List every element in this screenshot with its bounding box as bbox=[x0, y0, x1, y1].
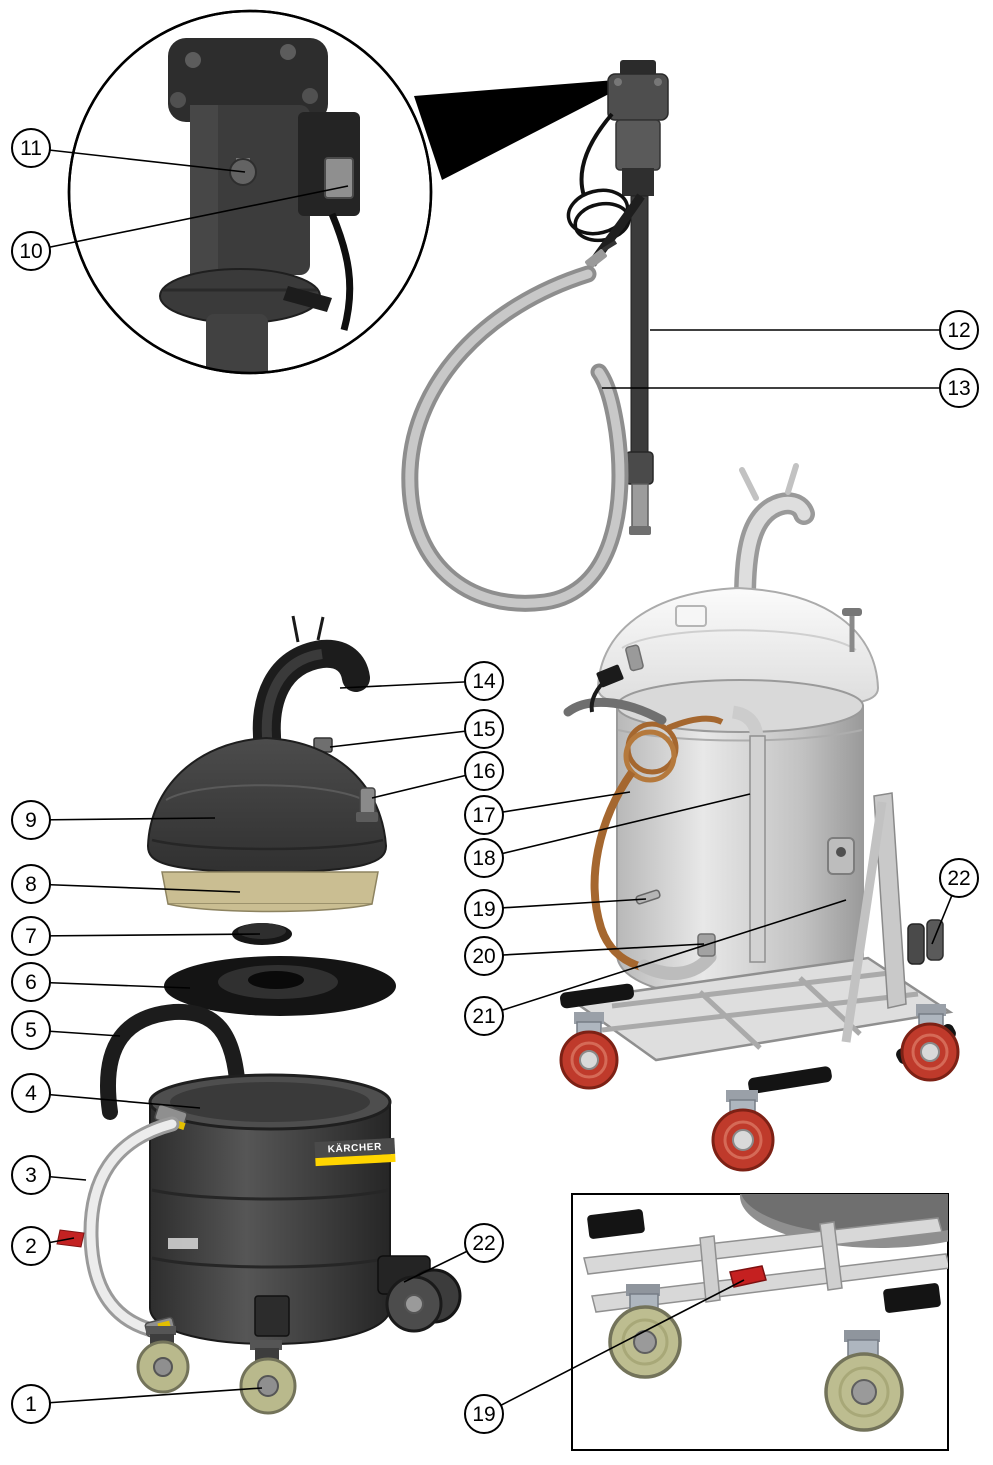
trolley-casters bbox=[559, 1004, 960, 1172]
callout-10: 10 bbox=[11, 231, 51, 271]
trolley-caster-right bbox=[900, 1004, 960, 1082]
drum-caster-left bbox=[136, 1326, 190, 1394]
callout-1: 1 bbox=[11, 1384, 51, 1424]
vacuum-lid bbox=[596, 463, 880, 712]
magnified-pump-detail bbox=[67, 9, 433, 375]
drum-wheel-assembly bbox=[377, 1255, 462, 1333]
callout-3: 3 bbox=[11, 1155, 51, 1195]
riser-pipe bbox=[731, 705, 766, 963]
pump-discharge-hose bbox=[401, 193, 645, 612]
callout-18: 18 bbox=[464, 838, 504, 878]
inset-caster-left bbox=[608, 1284, 682, 1379]
suction-head-lid bbox=[146, 736, 388, 875]
drum-handle bbox=[100, 1003, 246, 1120]
lid-hose bbox=[563, 674, 667, 725]
callout-15: 15 bbox=[464, 709, 504, 749]
callout-16: 16 bbox=[464, 751, 504, 791]
suction-head-exploded bbox=[146, 615, 396, 1016]
callout-8: 8 bbox=[11, 864, 51, 904]
lid-elbow-fitting bbox=[359, 787, 376, 815]
accessory-holder bbox=[907, 919, 944, 965]
callout-13: 13 bbox=[939, 368, 979, 408]
vacuum-container bbox=[616, 679, 864, 1001]
bend-hose bbox=[252, 639, 370, 762]
inset-caster-right bbox=[824, 1330, 904, 1432]
callout-9: 9 bbox=[11, 800, 51, 840]
callout-11: 11 bbox=[11, 128, 51, 168]
callout-14: 14 bbox=[464, 661, 504, 701]
leader-lines bbox=[30, 147, 960, 1415]
drum-caster-front bbox=[239, 1340, 297, 1415]
trolley-caster-left bbox=[559, 1012, 619, 1090]
trolley-caster-front bbox=[711, 1090, 775, 1172]
pump-tube bbox=[630, 195, 649, 455]
collection-drum-unit bbox=[56, 1003, 462, 1415]
copper-coil-hose bbox=[590, 715, 724, 971]
callout-20: 20 bbox=[464, 936, 504, 976]
callout-12: 12 bbox=[939, 310, 979, 350]
drain-lever bbox=[635, 889, 661, 905]
brand-plate: KÄRCHER bbox=[314, 1137, 396, 1167]
inset-detail-box bbox=[571, 1193, 949, 1451]
zoom-wedge bbox=[414, 78, 640, 180]
callout-19-inset: 19 bbox=[464, 1394, 504, 1434]
vacuum-unit bbox=[559, 463, 960, 1172]
callout-6: 6 bbox=[11, 962, 51, 1002]
callout-17: 17 bbox=[464, 795, 504, 835]
callout-2: 2 bbox=[11, 1226, 51, 1266]
callout-7: 7 bbox=[11, 916, 51, 956]
pump-assembly bbox=[607, 60, 669, 535]
filter-ring bbox=[161, 871, 379, 905]
trolley bbox=[560, 792, 956, 1094]
callout-4: 4 bbox=[11, 1073, 51, 1113]
callout-5: 5 bbox=[11, 1010, 51, 1050]
callout-21: 21 bbox=[464, 996, 504, 1036]
callout-22-drum: 22 bbox=[464, 1223, 504, 1263]
callout-19: 19 bbox=[464, 889, 504, 929]
callout-22-right: 22 bbox=[939, 858, 979, 898]
